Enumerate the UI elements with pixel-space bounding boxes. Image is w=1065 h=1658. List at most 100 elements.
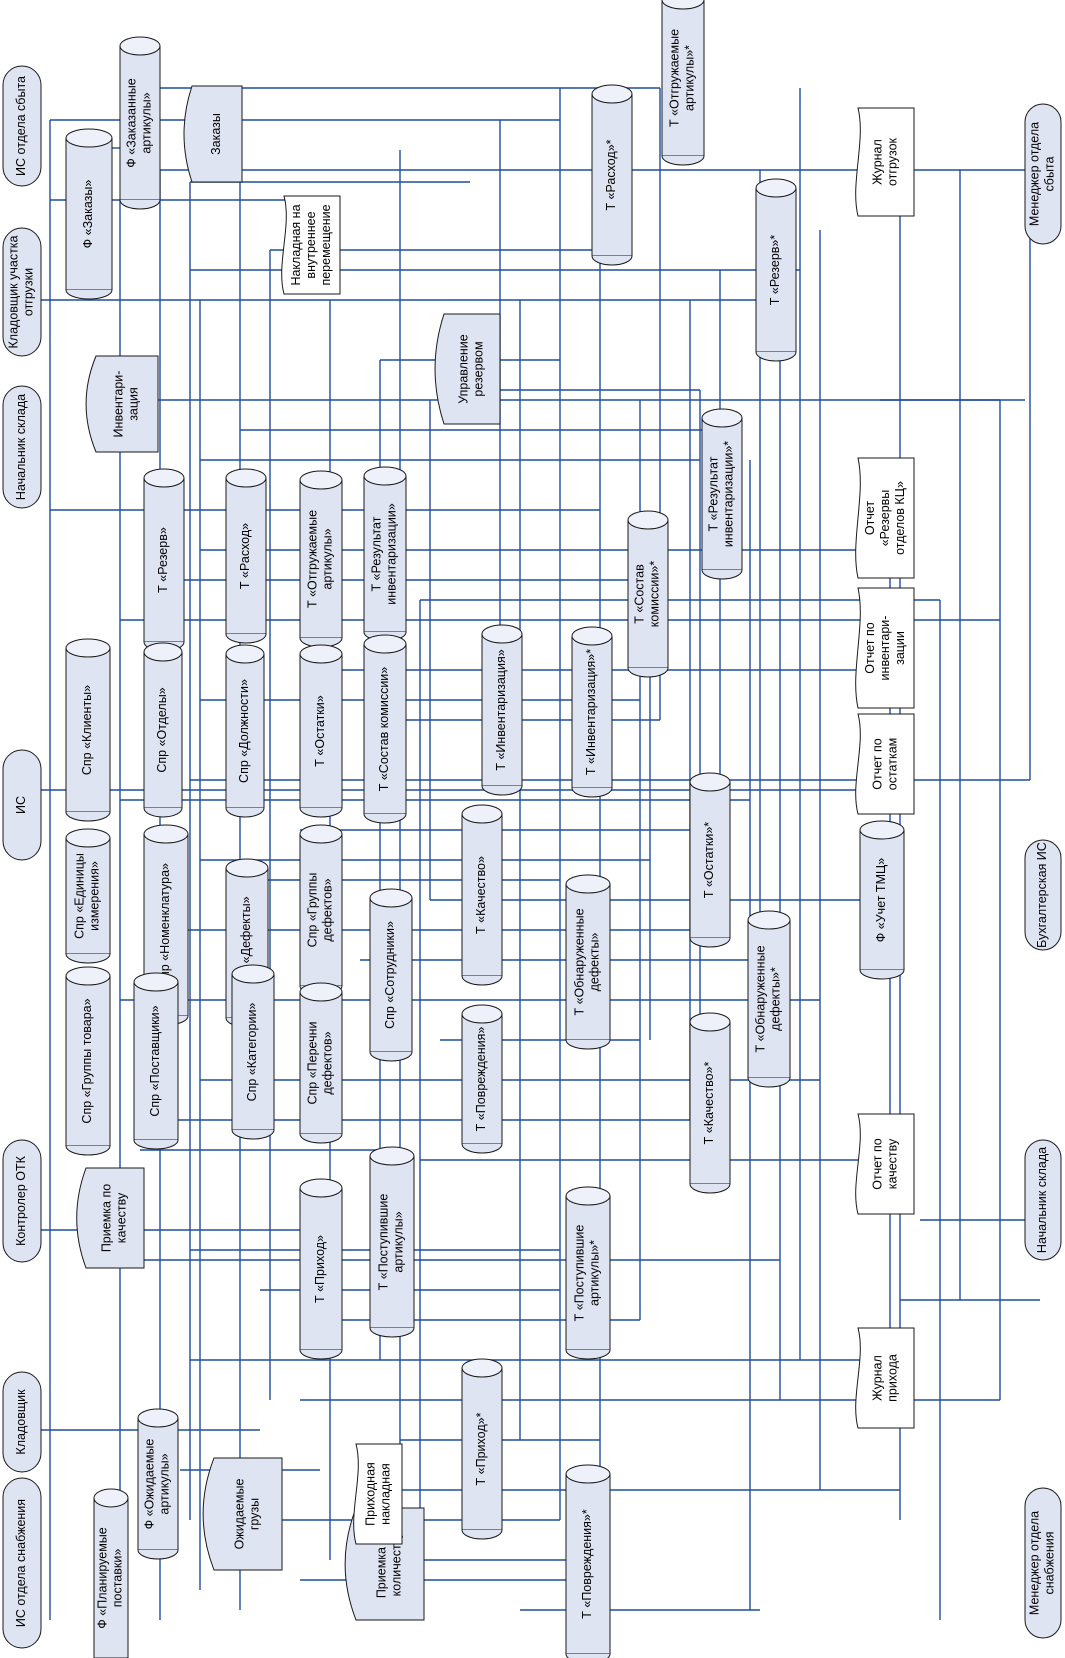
process-shape <box>76 1167 145 1269</box>
store-body <box>565 1473 611 1655</box>
node-f-zak-art[interactable]: Ф «Заказанныеартикулы» <box>119 36 161 210</box>
node-ozhid-gruzy[interactable]: Ожидаемыегрузы <box>202 1457 283 1571</box>
store-body <box>299 653 343 809</box>
node-kladovshik[interactable]: Кладовщик <box>2 1371 42 1473</box>
node-spr-perech-def[interactable]: Спр «Перечнидефектов» <box>299 982 343 1144</box>
store-base <box>701 569 743 580</box>
node-spr-klienty[interactable]: Спр «Клиенты» <box>65 638 111 822</box>
node-label: Приходнаянакладная <box>364 1462 393 1526</box>
node-spr-gr-def[interactable]: Спр «Группыдефектов» <box>299 824 343 996</box>
node-t-sost-kom-s[interactable]: Т «Составкомиссии»* <box>627 510 669 678</box>
node-t-rez-inv[interactable]: Т «Результатинвентаризации» <box>363 466 407 642</box>
node-t-obn-def-s[interactable]: Т «Обнаруженныедефекты»* <box>747 910 791 1088</box>
node-nakl-vnutr[interactable]: Накладная навнутреннееперемещение <box>281 195 341 295</box>
store-base <box>65 289 113 300</box>
node-t-rashod-s[interactable]: Т «Расход»* <box>591 84 633 266</box>
node-label-line: ИС отдела снабжения <box>14 1499 28 1627</box>
node-spr-ed-izm[interactable]: Спр «Единицыизмерения» <box>65 828 111 964</box>
node-label-line: Приходная <box>364 1462 378 1526</box>
node-is[interactable]: ИС <box>2 749 42 861</box>
node-kladov-otgr[interactable]: Кладовщик участкаотгрузки <box>2 227 42 357</box>
store-base <box>119 199 161 210</box>
node-spr-postav[interactable]: Спр «Поставщики» <box>133 972 179 1150</box>
node-t-otgr-art[interactable]: Т «Отгружаемыеартикулы» <box>299 470 343 648</box>
node-label: Т «Поступившиеартикулы» <box>377 1194 406 1291</box>
node-menedzher-sbyt[interactable]: Менеджер отделасбыта <box>1024 103 1062 245</box>
node-t-rashod[interactable]: Т «Расход» <box>225 468 267 644</box>
store-base <box>231 1129 275 1140</box>
node-t-rezerv[interactable]: Т «Резерв» <box>143 468 185 652</box>
node-otchet-inv[interactable]: Отчет поинвентари-зации <box>855 587 915 709</box>
node-zakazy[interactable]: Заказы <box>183 85 243 183</box>
node-priemka-kach[interactable]: Приемка покачеству <box>76 1167 145 1269</box>
node-menedzher-snab[interactable]: Менеджер отделаснабжения <box>1024 1487 1062 1639</box>
node-f-ozhid-art[interactable]: Ф «Ожидаемыеартикулы» <box>137 1408 179 1560</box>
node-label-line: качеству <box>886 1138 900 1189</box>
node-t-post-art[interactable]: Т «Поступившиеартикулы» <box>369 1146 415 1338</box>
node-t-obn-def[interactable]: Т «Обнаруженныедефекты» <box>565 874 611 1050</box>
node-label: Журналотгрузок <box>871 137 900 186</box>
node-spr-sotr[interactable]: Спр «Сотрудники» <box>369 888 413 1062</box>
node-label: Менеджер отделасбыта <box>1028 122 1057 226</box>
node-label: Ф «Заказы» <box>81 180 95 249</box>
node-otchet-rezervy[interactable]: Отчет«Резервыотделов КЦ» <box>855 457 915 579</box>
node-nach-sklada-bot[interactable]: Начальник склада <box>1024 1139 1062 1261</box>
node-spr-dolzhn[interactable]: Спр «Должности» <box>225 644 265 818</box>
node-kontroler-otk[interactable]: Контролер ОТК <box>2 1139 42 1263</box>
node-is-sbyt[interactable]: ИС отдела сбыта <box>2 65 42 187</box>
node-label: Ф «Планируемыепоставки» <box>96 1527 125 1628</box>
node-label-line: артикулы» <box>158 1453 172 1514</box>
node-t-otgr-art-s[interactable]: Т «Отгружаемыеартикулы»* <box>661 0 705 166</box>
node-t-ostatki[interactable]: Т «Остатки» <box>299 644 343 818</box>
node-f-uchet-tmc[interactable]: Ф «Учет ТМЦ» <box>859 820 905 980</box>
node-otchet-kach[interactable]: Отчет покачеству <box>855 1113 915 1215</box>
store-cap <box>461 804 503 824</box>
store-body <box>591 93 633 257</box>
node-inventarizaciya[interactable]: Инвентари-зация <box>85 355 159 453</box>
node-label-line: Т «Обнаруженные <box>573 908 587 1015</box>
node-label-line: Спр «Сотрудники» <box>383 921 397 1029</box>
node-t-povrezhd[interactable]: Т «Повреждения» <box>461 1004 503 1154</box>
node-otchet-ostatki[interactable]: Отчет поостаткам <box>855 713 915 815</box>
node-t-ostatki-s[interactable]: Т «Остатки»* <box>689 772 731 948</box>
node-label-line: дефектов» <box>321 1031 335 1094</box>
node-label: Спр «Клиенты» <box>80 685 94 775</box>
node-t-rez-inv-s[interactable]: Т «Результатинвентаризации»* <box>701 408 743 580</box>
node-label-line: грузы <box>248 1498 262 1530</box>
node-t-rezerv-s[interactable]: Т «Резерв»* <box>755 178 797 362</box>
node-label: Т «Повреждения»* <box>580 1509 594 1619</box>
node-t-povrezhd-s[interactable]: Т «Повреждения»* <box>565 1464 611 1658</box>
node-t-prihod-s[interactable]: Т «Приход»* <box>461 1358 503 1540</box>
store-body <box>689 1021 731 1185</box>
node-label: Т «Инвентаризация» <box>494 649 508 770</box>
node-upr-rezervom[interactable]: Управлениерезервом <box>434 313 501 425</box>
node-is-snab[interactable]: ИС отдела снабжения <box>2 1477 42 1649</box>
node-spr-gr-tovara[interactable]: Спр «Группы товара» <box>65 966 111 1156</box>
node-label: Т «Резерв» <box>156 527 170 593</box>
node-t-kachestvo-s[interactable]: Т «Качество»* <box>689 1012 731 1194</box>
node-t-sost-kom[interactable]: Т «Состав комиссии» <box>363 634 407 824</box>
node-label: Журналприхода <box>871 1354 900 1402</box>
node-t-prihod[interactable]: Т «Приход» <box>299 1178 343 1360</box>
node-buh-is[interactable]: Бухгалтерская ИС <box>1024 839 1062 951</box>
node-label: Инвентари-зация <box>112 371 141 438</box>
node-label-line: Отчет <box>863 501 877 535</box>
node-f-zakazy[interactable]: Ф «Заказы» <box>65 128 113 300</box>
node-f-plan-post[interactable]: Ф «Планируемыепоставки» <box>93 1488 129 1658</box>
node-nach-sklada-top[interactable]: Начальник склада <box>2 385 42 509</box>
node-t-inv-s[interactable]: Т «Инвентаризация»* <box>571 626 613 798</box>
node-spr-otdely[interactable]: Спр «Отделы» <box>143 642 183 818</box>
store-base <box>299 1349 343 1360</box>
node-label-line: отделов КЦ» <box>893 481 907 555</box>
node-t-inv[interactable]: Т «Инвентаризация» <box>481 624 523 796</box>
store-base <box>481 785 523 796</box>
node-label-line: Т «Приход» <box>313 1235 327 1303</box>
node-zhurnal-otgr[interactable]: Журналотгрузок <box>855 107 915 217</box>
terminal-shape <box>2 65 42 187</box>
node-t-post-art-s[interactable]: Т «Поступившиеартикулы»* <box>565 1186 611 1360</box>
node-spr-kategorii[interactable]: Спр «Категории» <box>231 964 275 1140</box>
node-t-kachestvo[interactable]: Т «Качество» <box>461 804 503 986</box>
node-zhurnal-prihoda[interactable]: Журналприхода <box>855 1327 915 1429</box>
node-prihod-nakl[interactable]: Приходнаянакладная <box>353 1443 403 1545</box>
